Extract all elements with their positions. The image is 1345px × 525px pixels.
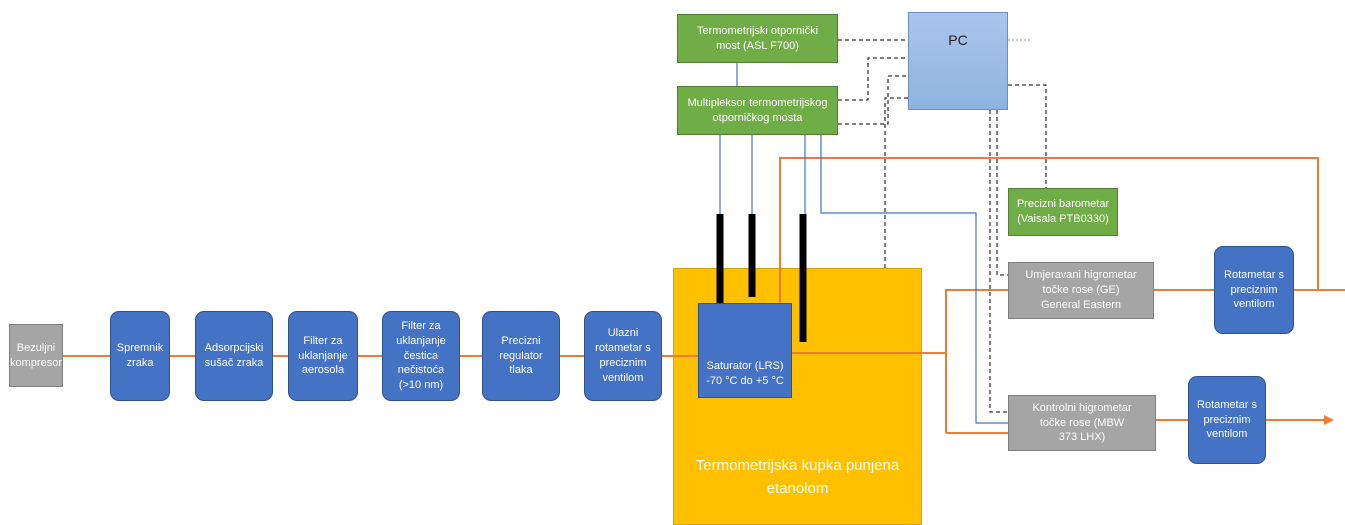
ge-hygrometer-box: Umjeravani higrometar točke rose (GE) Ge… [1008, 262, 1154, 319]
air-tank-box: Spremnik zraka [110, 311, 170, 401]
data-link [989, 110, 1008, 413]
rotameter-box-upper: Rotametar s preciznim ventilom [1214, 246, 1294, 334]
compressor-box: Bezuljni kompresor [9, 324, 63, 387]
multiplexer-box: Multipleksor termometrijskog otporničkog… [677, 86, 838, 135]
data-link [1008, 84, 1047, 188]
barometer-box: Precizni barometar (Vaisala PTB0330) [1008, 188, 1118, 236]
particle-filter-box: Filter za uklanjanje čestica nečistoća (… [382, 311, 460, 401]
adsorption-dryer-box: Adsorpcijski sušač zraka [195, 311, 273, 401]
data-link [838, 57, 908, 101]
saturator-box: Saturator (LRS) -70 °C do +5 °C [698, 303, 792, 398]
mbw-hygrometer-box: Kontrolni higrometar točke rose (MBW 373… [1008, 395, 1156, 451]
rotameter-box-lower: Rotametar s preciznim ventilom [1188, 376, 1266, 464]
signal-line [820, 135, 1008, 424]
data-link [838, 75, 908, 125]
aerosol-filter-box: Filter za uklanjanje aerosola [288, 311, 358, 401]
data-link [884, 97, 908, 270]
resistance-bridge-box: Termometrijski otpornički most (ASL F700… [677, 14, 838, 63]
air-line [945, 289, 1008, 433]
air-line [779, 157, 1319, 350]
arrow-head [1324, 415, 1334, 425]
pressure-regulator-box: Precizni regulator tlaka [482, 311, 560, 401]
pc-box: PC [908, 12, 1008, 110]
data-link [996, 110, 1008, 276]
inlet-rotameter-box: Ulazni rotametar s preciznim ventilom [584, 311, 662, 401]
